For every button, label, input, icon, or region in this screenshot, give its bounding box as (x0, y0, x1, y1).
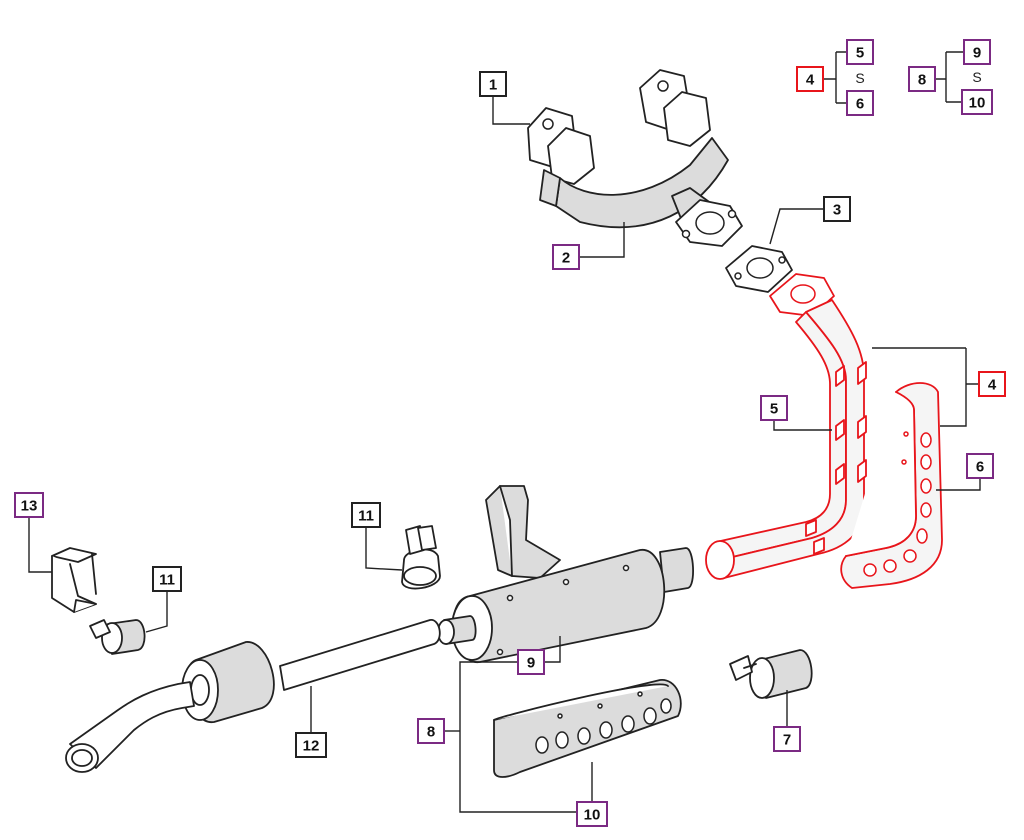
alternative-symbol: S (972, 69, 981, 85)
callout-box (908, 66, 936, 92)
callout-label: 12 (303, 738, 320, 755)
callout-c2: 2 (552, 244, 580, 270)
callout-label: 6 (976, 459, 984, 476)
callout-label: 3 (833, 202, 841, 219)
callout-box (846, 39, 874, 65)
callout-label: 10 (969, 95, 986, 112)
callout-c12: 12 (295, 732, 327, 758)
callout-c9a: 9 (963, 39, 991, 65)
callout-box (295, 732, 327, 758)
callout-box (961, 89, 993, 115)
callout-box (552, 244, 580, 270)
callout-c11b: 11 (152, 566, 182, 592)
front-exhaust-pipe (705, 273, 867, 580)
muffler-heat-shield (493, 679, 682, 778)
callout-label: 7 (783, 732, 791, 749)
callout-box (14, 492, 44, 518)
callout-c4b: 4 (978, 371, 1006, 397)
callout-c7: 7 (773, 726, 801, 752)
callout-c8a: 8 (908, 66, 936, 92)
callout-box (479, 71, 507, 97)
clamp-upper (401, 525, 441, 590)
callout-c8b: 8 (417, 718, 445, 744)
callout-box (773, 726, 801, 752)
callout-box (517, 649, 545, 675)
callout-box (796, 66, 824, 92)
clamp-lower (89, 619, 146, 655)
callout-c3: 3 (823, 196, 851, 222)
callout-label: 11 (358, 508, 374, 525)
callout-c11a: 11 (351, 502, 381, 528)
callout-box (978, 371, 1006, 397)
pipe-sleeve-clamp (729, 649, 813, 699)
callout-c5a: 5 (846, 39, 874, 65)
tailpipe-silencer (65, 619, 441, 773)
callout-box (576, 801, 608, 827)
callout-box (760, 395, 788, 421)
callout-box (351, 502, 381, 528)
callout-box (417, 718, 445, 744)
muffler-front (437, 485, 694, 663)
callout-label: 8 (427, 724, 435, 741)
leader-lines (28, 51, 981, 813)
callout-box (823, 196, 851, 222)
callout-label: 9 (527, 655, 535, 672)
callout-box (963, 39, 991, 65)
callout-c1: 1 (479, 71, 507, 97)
callout-c6b: 6 (966, 453, 994, 479)
callout-label: 10 (584, 807, 601, 824)
callout-box (846, 90, 874, 116)
callout-label: 8 (918, 72, 926, 89)
callout-c6a: 6 (846, 90, 874, 116)
callout-label: 13 (21, 498, 38, 515)
pipe-heat-shield (840, 382, 943, 589)
callout-c4a: 4 (796, 66, 824, 92)
callout-c5b: 5 (760, 395, 788, 421)
callout-label: 2 (562, 250, 570, 267)
callout-c10a: 10 (961, 89, 993, 115)
outlet-gasket (725, 245, 793, 293)
callout-label: 11 (159, 572, 175, 589)
callout-box (966, 453, 994, 479)
hanger-bracket (51, 547, 97, 613)
callout-c9b: 9 (517, 649, 545, 675)
callout-label: 9 (973, 45, 981, 62)
callout-label: 1 (489, 77, 497, 94)
callout-label: 4 (988, 377, 997, 394)
callout-label: 5 (856, 45, 864, 62)
callout-label: 6 (856, 96, 864, 113)
exhaust-manifold (527, 69, 743, 247)
alternative-symbol: S (855, 70, 864, 86)
callout-label: 5 (770, 401, 778, 418)
callout-c10b: 10 (576, 801, 608, 827)
callout-c13: 13 (14, 492, 44, 518)
callout-box (152, 566, 182, 592)
callout-label: 4 (806, 72, 815, 89)
